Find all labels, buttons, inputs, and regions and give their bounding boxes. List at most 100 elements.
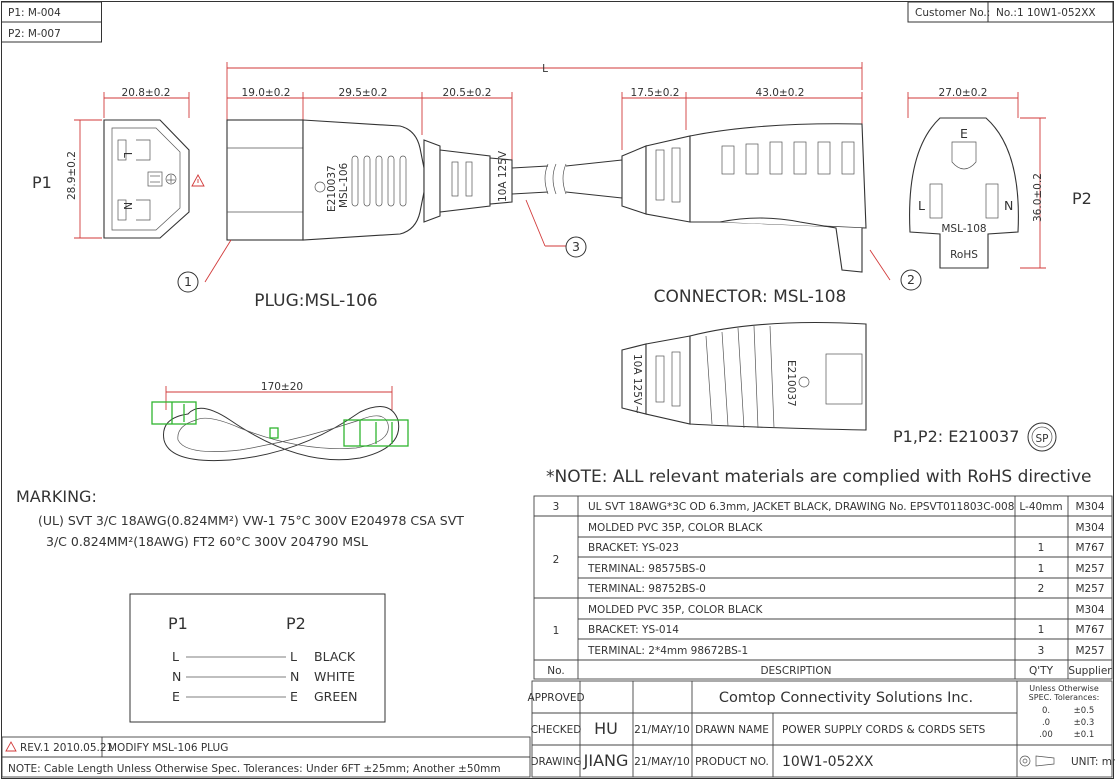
- table-header: No. DESCRIPTION Q'TY Supplier: [547, 665, 1112, 677]
- svg-text:2: 2: [1038, 583, 1045, 595]
- p1-front-view: P1 20.8±0.2 28.9±0.2 L N: [32, 87, 205, 239]
- company-name: Comtop Connectivity Solutions Inc.: [719, 690, 973, 706]
- unit-label: UNIT: mm: [1071, 756, 1115, 768]
- revision-warning-icon: [5, 741, 17, 752]
- svg-text:M257: M257: [1075, 583, 1104, 595]
- svg-text:1: 1: [1038, 624, 1045, 636]
- svg-text:1: 1: [184, 274, 192, 289]
- p2-width-dim: 27.0±0.2: [939, 87, 988, 99]
- revision-change: MODIFY MSL-106 PLUG: [108, 742, 228, 754]
- svg-text:BRACKET: YS-023: BRACKET: YS-023: [588, 542, 679, 554]
- wiring-diagram: P1 P2 L L BLACK N N WHITE E E GREEN: [129, 593, 386, 723]
- svg-text:TERMINAL: 98752BS-0: TERMINAL: 98752BS-0: [587, 583, 706, 595]
- p2-model: MSL-108: [941, 223, 986, 235]
- p2-rohs: RoHS: [950, 249, 978, 261]
- wiring-p1: P1: [168, 614, 188, 633]
- connector-side-view: 17.5±0.2 43.0±0.2 2 CONNECTOR: MSL-108: [621, 87, 922, 307]
- svg-text:Q'TY: Q'TY: [1029, 665, 1054, 677]
- ul-mark-icon: [798, 376, 810, 388]
- svg-text:3: 3: [1038, 645, 1045, 657]
- customer-value: No.:1 10W1-052XX: [996, 7, 1096, 19]
- svg-text:M304: M304: [1075, 522, 1104, 534]
- wiring-row: N N WHITE: [172, 669, 355, 684]
- svg-text:±0.5: ±0.5: [1074, 706, 1095, 716]
- svg-text:.0: .0: [1042, 718, 1050, 728]
- drafter-name: JIANG: [583, 751, 629, 770]
- p1-code: P1: M-004: [8, 7, 61, 19]
- plug-dim-c: 20.5±0.2: [443, 87, 492, 99]
- conn-top-rating: 10A 125V~: [631, 354, 643, 414]
- checker-name: HU: [594, 719, 618, 738]
- svg-text:±0.3: ±0.3: [1074, 718, 1095, 728]
- svg-text:2: 2: [907, 272, 915, 287]
- svg-text:L: L: [290, 649, 297, 664]
- svg-text:M767: M767: [1075, 542, 1104, 554]
- svg-text:BLACK: BLACK: [314, 649, 356, 664]
- svg-text:GREEN: GREEN: [314, 689, 358, 704]
- coiled-cord-view: 170±20: [151, 381, 409, 462]
- p2-front-view: 27.0±0.2 36.0±0.2 E L N MSL-108 RoHS P2: [907, 87, 1092, 269]
- product-label: PRODUCT NO.: [695, 756, 769, 768]
- wiring-p2: P2: [286, 614, 306, 633]
- table-row: 3 UL SVT 18AWG*3C OD 6.3mm, JACKET BLACK…: [553, 501, 1105, 513]
- p1-pin-n: N: [121, 202, 133, 210]
- svg-text:SPEC. Tolerances:: SPEC. Tolerances:: [1029, 693, 1100, 702]
- drawing-label: DRAWING: [530, 756, 581, 768]
- svg-text:M304: M304: [1075, 604, 1104, 616]
- title-block: APPROVED CHECKED DRAWING Comtop Connecti…: [527, 680, 1115, 778]
- wiring-row: L L BLACK: [172, 649, 356, 664]
- conn-top-mold: E210037: [785, 360, 797, 407]
- svg-text:E: E: [172, 689, 180, 704]
- svg-text:1: 1: [1038, 542, 1045, 554]
- overall-length-label: L: [542, 63, 548, 75]
- svg-text:Supplier: Supplier: [1068, 665, 1112, 677]
- marking-block: MARKING: (UL) SVT 3/C 18AWG(0.824MM²) VW…: [16, 487, 464, 549]
- ul-mark-icon: [314, 181, 326, 193]
- conn-dim-b: 43.0±0.2: [756, 87, 805, 99]
- plug-mold-line-1: E210037: [326, 165, 338, 212]
- svg-text:N: N: [172, 669, 181, 684]
- table-row: TERMINAL: 2*4mm 98672BS-1 3 M257: [587, 645, 1105, 657]
- svg-text:.00: .00: [1039, 730, 1053, 740]
- coil-dim: 170±20: [261, 381, 303, 393]
- svg-text:E: E: [290, 689, 298, 704]
- svg-text:M767: M767: [1075, 624, 1104, 636]
- svg-text:M257: M257: [1075, 645, 1104, 657]
- marking-title: MARKING:: [16, 487, 97, 506]
- connector-top-view: 10A 125V~ E210037: [621, 321, 867, 431]
- table-row: BRACKET: YS-023 1 M767: [588, 542, 1105, 554]
- balloon-3: [565, 236, 587, 258]
- marking-line-1: (UL) SVT 3/C 18AWG(0.824MM²) VW-1 75°C 3…: [38, 513, 464, 528]
- plug-mold-line-2: MSL-106: [338, 162, 350, 208]
- svg-text:M257: M257: [1075, 563, 1104, 575]
- plug-cord-rating: 10A 125V: [497, 150, 509, 202]
- p2-height-dim: 36.0±0.2: [1032, 173, 1044, 222]
- certification: P1,P2: E210037 SP: [893, 422, 1057, 452]
- plug-dim-b: 29.5±0.2: [339, 87, 388, 99]
- p2-pin-e: E: [960, 126, 968, 141]
- drawn-name-value: POWER SUPPLY CORDS & CORDS SETS: [782, 724, 986, 736]
- svg-text:TERMINAL: 98575BS-0: TERMINAL: 98575BS-0: [587, 563, 706, 575]
- balloon-2: [900, 269, 922, 291]
- svg-text:0.: 0.: [1042, 706, 1050, 716]
- cert-number: P1,P2: E210037: [893, 427, 1019, 446]
- wiring-row: E E GREEN: [172, 689, 358, 704]
- svg-text:3: 3: [572, 239, 580, 254]
- customer-label: Customer No.:: [915, 7, 990, 19]
- plug-side-view: 19.0±0.2 29.5±0.2 20.5±0.2 E210037 MSL-1…: [177, 87, 623, 311]
- svg-text:SP: SP: [1036, 433, 1049, 445]
- svg-text:DESCRIPTION: DESCRIPTION: [760, 665, 831, 677]
- table-row: TERMINAL: 98575BS-0 1 M257: [587, 563, 1105, 575]
- svg-text:1: 1: [553, 625, 560, 637]
- svg-text:L-40mm: L-40mm: [1019, 501, 1062, 513]
- p2-code: P2: M-007: [8, 28, 61, 40]
- p1-width-dim: 20.8±0.2: [122, 87, 171, 99]
- svg-text:L: L: [172, 649, 179, 664]
- draw-date: 21/MAY/10: [634, 756, 690, 768]
- svg-text:1: 1: [1038, 563, 1045, 575]
- product-number: 10W1-052XX: [782, 754, 874, 770]
- svg-text:MOLDED PVC 35P, COLOR BLACK: MOLDED PVC 35P, COLOR BLACK: [588, 522, 763, 534]
- overall-length-dimension: L: [226, 62, 863, 120]
